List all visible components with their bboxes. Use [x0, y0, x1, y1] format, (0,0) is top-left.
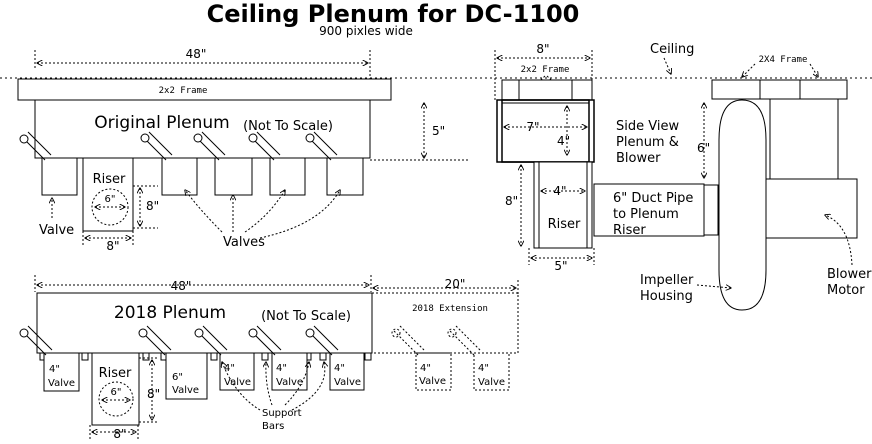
valve-box [161, 157, 198, 196]
valve-2018-size: 4" [49, 364, 60, 375]
valve-2018-name: Valve [334, 377, 361, 388]
blower-motor-label: Blower Motor [827, 267, 872, 298]
valve-2018-size: 4" [334, 363, 345, 374]
riser-2018-label: Riser [99, 366, 132, 381]
valve-box [41, 157, 78, 196]
diagram-title: Ceiling Plenum for DC-1100 [207, 0, 580, 28]
valve-2018-box-ext [473, 352, 510, 391]
valves-label: Valves [223, 235, 265, 250]
dim-5-label: 5" [432, 124, 445, 138]
duct-pipe: 6" Duct Pipe to Plenum Riser [593, 183, 719, 238]
side-4-height-dim: 4" [557, 134, 570, 148]
impeller-housing: 6" [697, 99, 767, 311]
dim-20-extension: 20" [373, 277, 519, 294]
valve-box [214, 157, 253, 196]
valve-2018-name: Valve [276, 377, 303, 388]
not-to-scale-2018-label: (Not To Scale) [261, 309, 351, 324]
extension-2018-box [371, 292, 519, 354]
valve-2018-box [219, 352, 255, 391]
not-to-scale-label: (Not To Scale) [243, 119, 333, 134]
riser-6-dim: 6" [105, 194, 116, 205]
riser-8-width-dim: 8" [106, 239, 119, 253]
valve-box [326, 157, 364, 196]
original-plenum-label: Original Plenum [94, 113, 229, 133]
original-valves [19, 131, 364, 196]
valve-2018-size: 4" [276, 363, 287, 374]
riser-2018: Riser 6" 8" 8" [89, 352, 160, 441]
ceiling-label: Ceiling [650, 42, 694, 57]
riser-2018-circle [98, 381, 134, 417]
side-8-height-dim: 8" [505, 194, 518, 208]
side-riser: 4" Riser 8" 5" [505, 161, 595, 273]
plenum-2018-label: 2018 Plenum [114, 303, 226, 323]
valve-2018-name: Valve [478, 377, 505, 388]
dim-20-label: 20" [445, 277, 466, 291]
side-view-label: Side View Plenum & Blower [616, 119, 683, 166]
frame-2x4 [711, 79, 848, 100]
extension-2018-label: 2018 Extension [412, 304, 488, 314]
frame-2x4-label: 2X4 Frame [759, 55, 808, 65]
dim-5-height: 5" [370, 103, 470, 161]
diagram-subtitle: 900 pixles wide [319, 24, 413, 38]
side-frame [501, 79, 593, 101]
riser-2018-8-width: 8" [113, 427, 126, 441]
blower-6-dim: 6" [697, 141, 710, 155]
side-7-dim: 7" [526, 120, 539, 134]
valve-2018-box-ext [415, 352, 452, 391]
valve-2018-size: 4" [420, 363, 431, 374]
support-bars-label: Support Bars [262, 408, 305, 432]
valves-pointers [185, 190, 340, 239]
riser-2018-8-height: 8" [147, 387, 160, 401]
ceiling-pointer [663, 57, 671, 74]
dim-48-bottom-label: 48" [171, 279, 192, 293]
valve-2018-box [329, 352, 365, 391]
original-riser: Riser 6" 8" 8" [82, 157, 159, 253]
dim-48-bottom: 48" [34, 275, 372, 293]
riser-2018-6-dim: 6" [111, 387, 122, 398]
dim-48-top-label: 48" [186, 47, 207, 61]
impeller-label: Impeller Housing [640, 273, 697, 304]
riser-6in-circle [91, 188, 129, 226]
valve-label: Valve [39, 223, 74, 238]
riser-label: Riser [93, 172, 126, 187]
valve-2018-name: Valve [419, 376, 446, 387]
valve-2018-box [165, 352, 208, 400]
valve-2018-size: 4" [224, 363, 235, 374]
frame-2x2-label: 2x2 Frame [159, 86, 208, 96]
valve-2018-size: 4" [478, 363, 489, 374]
valve-2018-box [43, 352, 80, 392]
dim-8-side-label: 8" [536, 42, 549, 56]
blower-motor [765, 98, 858, 239]
valve-box [269, 157, 306, 196]
valves-2018: 4" Valve 6" Valve 4" Valve 4" Valve 4" V… [19, 325, 510, 400]
frame-2x2-side-label: 2x2 Frame [521, 65, 570, 75]
side-5-dim: 5" [554, 259, 567, 273]
side-plenum: 7" 4" [496, 99, 595, 163]
side-riser-label: Riser [548, 217, 581, 232]
valve-2018-size: 6" [172, 372, 183, 383]
side-4-width-dim: 4" [553, 184, 566, 198]
valve-2018-name: Valve [48, 378, 75, 389]
original-plenum-box [34, 99, 371, 159]
valve-2018-name: Valve [172, 385, 199, 396]
duct-pipe-label: 6" Duct Pipe to Plenum Riser [613, 191, 698, 238]
support-bars-pointers [222, 362, 325, 411]
valve-2018-name: Valve [224, 377, 251, 388]
riser-8-height-dim: 8" [146, 199, 159, 213]
